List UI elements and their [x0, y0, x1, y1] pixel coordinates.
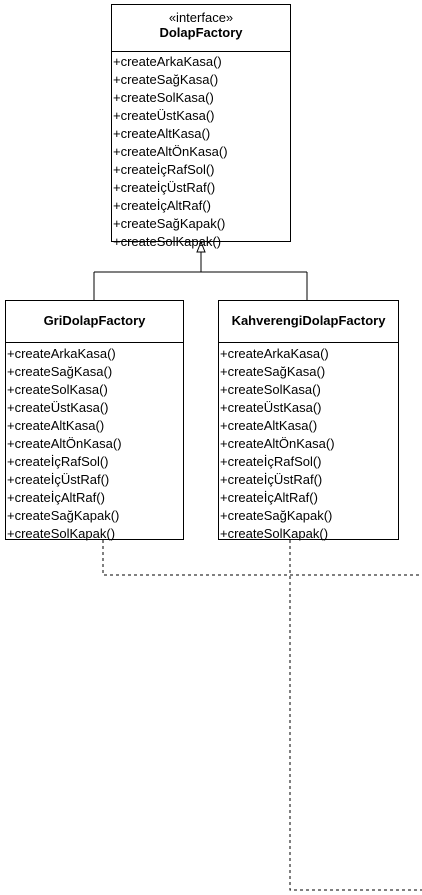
operation: +createİçAltRaf()	[7, 490, 105, 505]
operation: +createAltKasa()	[220, 418, 318, 433]
gri-dolap-factory-class[interactable]: GriDolapFactory +createArkaKasa() +creat…	[5, 300, 184, 543]
operation: +createİçÜstRaf()	[220, 472, 323, 487]
operation: +createAltÖnKasa()	[220, 436, 335, 451]
class-name: GriDolapFactory	[43, 313, 146, 328]
operation: +createSağKapak()	[7, 508, 120, 523]
operation: +createAltÖnKasa()	[7, 436, 122, 451]
operation: +createSağKasa()	[220, 364, 326, 379]
class-name: DolapFactory	[159, 25, 243, 40]
operation: +createİçÜstRaf()	[7, 472, 110, 487]
operation: +createSağKasa()	[113, 72, 219, 87]
dolap-factory-interface[interactable]: «interface» DolapFactory +createArkaKasa…	[111, 4, 291, 249]
operation: +createÜstKasa()	[113, 108, 215, 123]
operation: +createİçAltRaf()	[113, 198, 211, 213]
class-header: «interface» DolapFactory	[112, 5, 290, 52]
stereotype-label: «interface»	[168, 10, 234, 25]
operation: +createSağKapak()	[220, 508, 333, 523]
operation: +createSolKapak()	[7, 526, 116, 541]
operation: +createArkaKasa()	[113, 54, 222, 69]
inheritance-arrowhead	[196, 240, 206, 253]
operation: +createAltKasa()	[7, 418, 105, 433]
operation: +createÜstKasa()	[7, 400, 109, 415]
operation: +createSolKapak()	[220, 526, 329, 541]
operations-list: +createArkaKasa() +createSağKasa() +crea…	[219, 343, 398, 543]
operation: +createArkaKasa()	[7, 346, 116, 361]
operation: +createSolKasa()	[113, 90, 214, 105]
class-header: KahverengiDolapFactory	[219, 301, 398, 343]
operation: +createİçÜstRaf()	[113, 180, 216, 195]
operation: +createİçRafSol()	[220, 454, 322, 469]
dependency-line-kahverengi	[289, 540, 422, 891]
operation: +createAltÖnKasa()	[113, 144, 228, 159]
class-name: KahverengiDolapFactory	[231, 313, 386, 328]
operation: +createİçAltRaf()	[220, 490, 318, 505]
operation: +createSağKasa()	[7, 364, 113, 379]
operation: +createArkaKasa()	[220, 346, 329, 361]
operation: +createAltKasa()	[113, 126, 211, 141]
dependency-line-gri	[102, 540, 422, 576]
operation: +createİçRafSol()	[113, 162, 215, 177]
operation: +createSağKapak()	[113, 216, 226, 231]
operation: +createİçRafSol()	[7, 454, 109, 469]
kahverengi-dolap-factory-class[interactable]: KahverengiDolapFactory +createArkaKasa()…	[218, 300, 399, 543]
class-header: GriDolapFactory	[6, 301, 183, 343]
operation: +createÜstKasa()	[220, 400, 322, 415]
operations-list: +createArkaKasa() +createSağKasa() +crea…	[6, 343, 183, 543]
operations-list: +createArkaKasa() +createSağKasa() +crea…	[112, 52, 290, 251]
operation: +createSolKasa()	[220, 382, 321, 397]
operation: +createSolKapak()	[113, 234, 222, 249]
operation: +createSolKasa()	[7, 382, 108, 397]
